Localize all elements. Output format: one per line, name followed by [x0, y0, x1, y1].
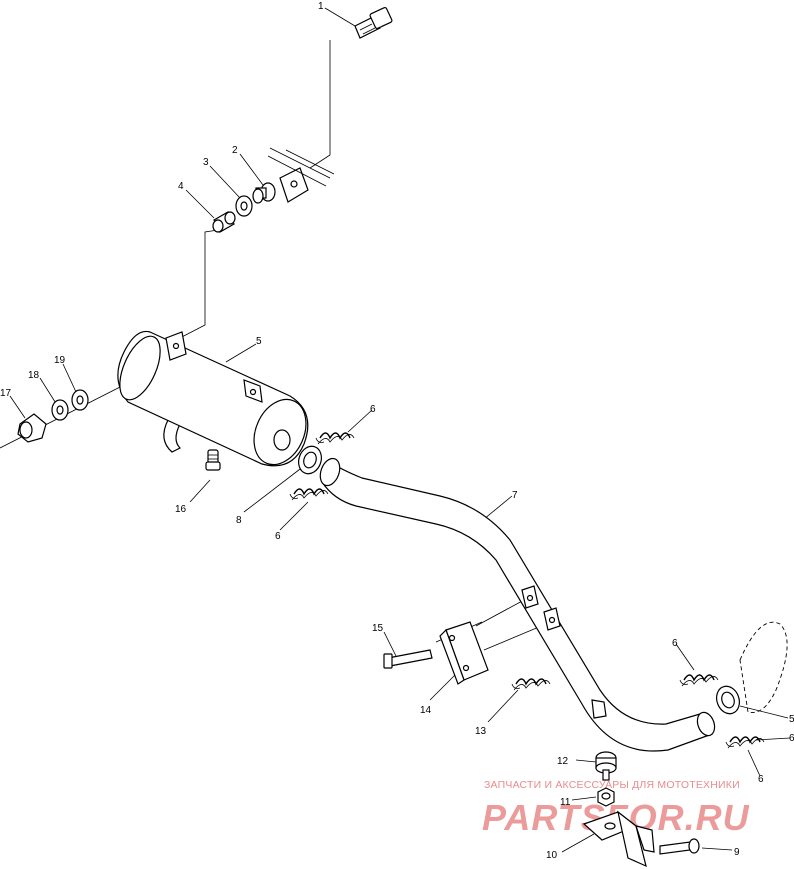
callout-17: 17	[0, 388, 12, 399]
callout-9: 9	[734, 847, 740, 858]
spring-part-6-lower	[289, 488, 329, 501]
watermark-tagline: ЗАПЧАСТИ И АКСЕССУАРЫ ДЛЯ МОТОТЕХНИКИ	[484, 779, 740, 791]
leader-lines	[0, 7, 791, 853]
callout-6-right-mid: 6	[789, 733, 794, 744]
callout-13: 13	[475, 726, 487, 737]
callout-19: 19	[54, 355, 66, 366]
bracket-part-10	[582, 810, 655, 868]
spring-part-6-right-upper	[679, 674, 719, 687]
callout-6-right-lower: 6	[758, 774, 764, 785]
callout-5-right: 5	[789, 714, 794, 725]
bolt-part-1	[354, 7, 393, 39]
muffler-part-5	[117, 330, 309, 467]
callout-15: 15	[372, 623, 384, 634]
rubber-mount-part-12	[595, 751, 617, 781]
callout-6-upper: 6	[370, 404, 376, 415]
spring-part-13	[511, 678, 551, 691]
callout-1: 1	[318, 1, 324, 12]
callout-5-muffler: 5	[256, 336, 262, 347]
nut-part-17	[17, 413, 47, 443]
gasket-part-5-right	[716, 685, 740, 715]
callout-3: 3	[203, 157, 209, 168]
callout-7: 7	[512, 490, 518, 501]
washer-part-18	[51, 399, 69, 421]
callout-2: 2	[232, 145, 238, 156]
mount-bracket	[267, 147, 335, 203]
bracket-part-14	[439, 621, 489, 685]
bolt-part-15	[383, 649, 433, 669]
callout-8: 8	[236, 515, 242, 526]
callout-12: 12	[557, 756, 569, 767]
callout-4: 4	[178, 181, 184, 192]
washer-part-19	[71, 389, 89, 411]
spring-part-6-right-lower	[725, 736, 765, 749]
drain-plug-part-16	[205, 449, 221, 471]
callout-14: 14	[420, 705, 432, 716]
spacer-part-4	[212, 211, 236, 233]
exhaust-pipe-part-7	[319, 457, 716, 752]
bolt-part-9	[659, 838, 700, 855]
callout-6-lower: 6	[275, 531, 281, 542]
callout-16: 16	[175, 504, 187, 515]
callout-6-right-upper: 6	[672, 638, 678, 649]
callout-11: 11	[560, 797, 571, 808]
grommet-part-2	[252, 182, 276, 204]
nut-part-11	[597, 787, 615, 807]
engine-flange-outline	[739, 621, 788, 713]
washer-part-3	[235, 195, 253, 217]
spring-part-6-upper	[315, 432, 355, 445]
gasket-part-8	[298, 445, 322, 475]
callout-18: 18	[28, 370, 40, 381]
callout-10: 10	[546, 850, 558, 861]
